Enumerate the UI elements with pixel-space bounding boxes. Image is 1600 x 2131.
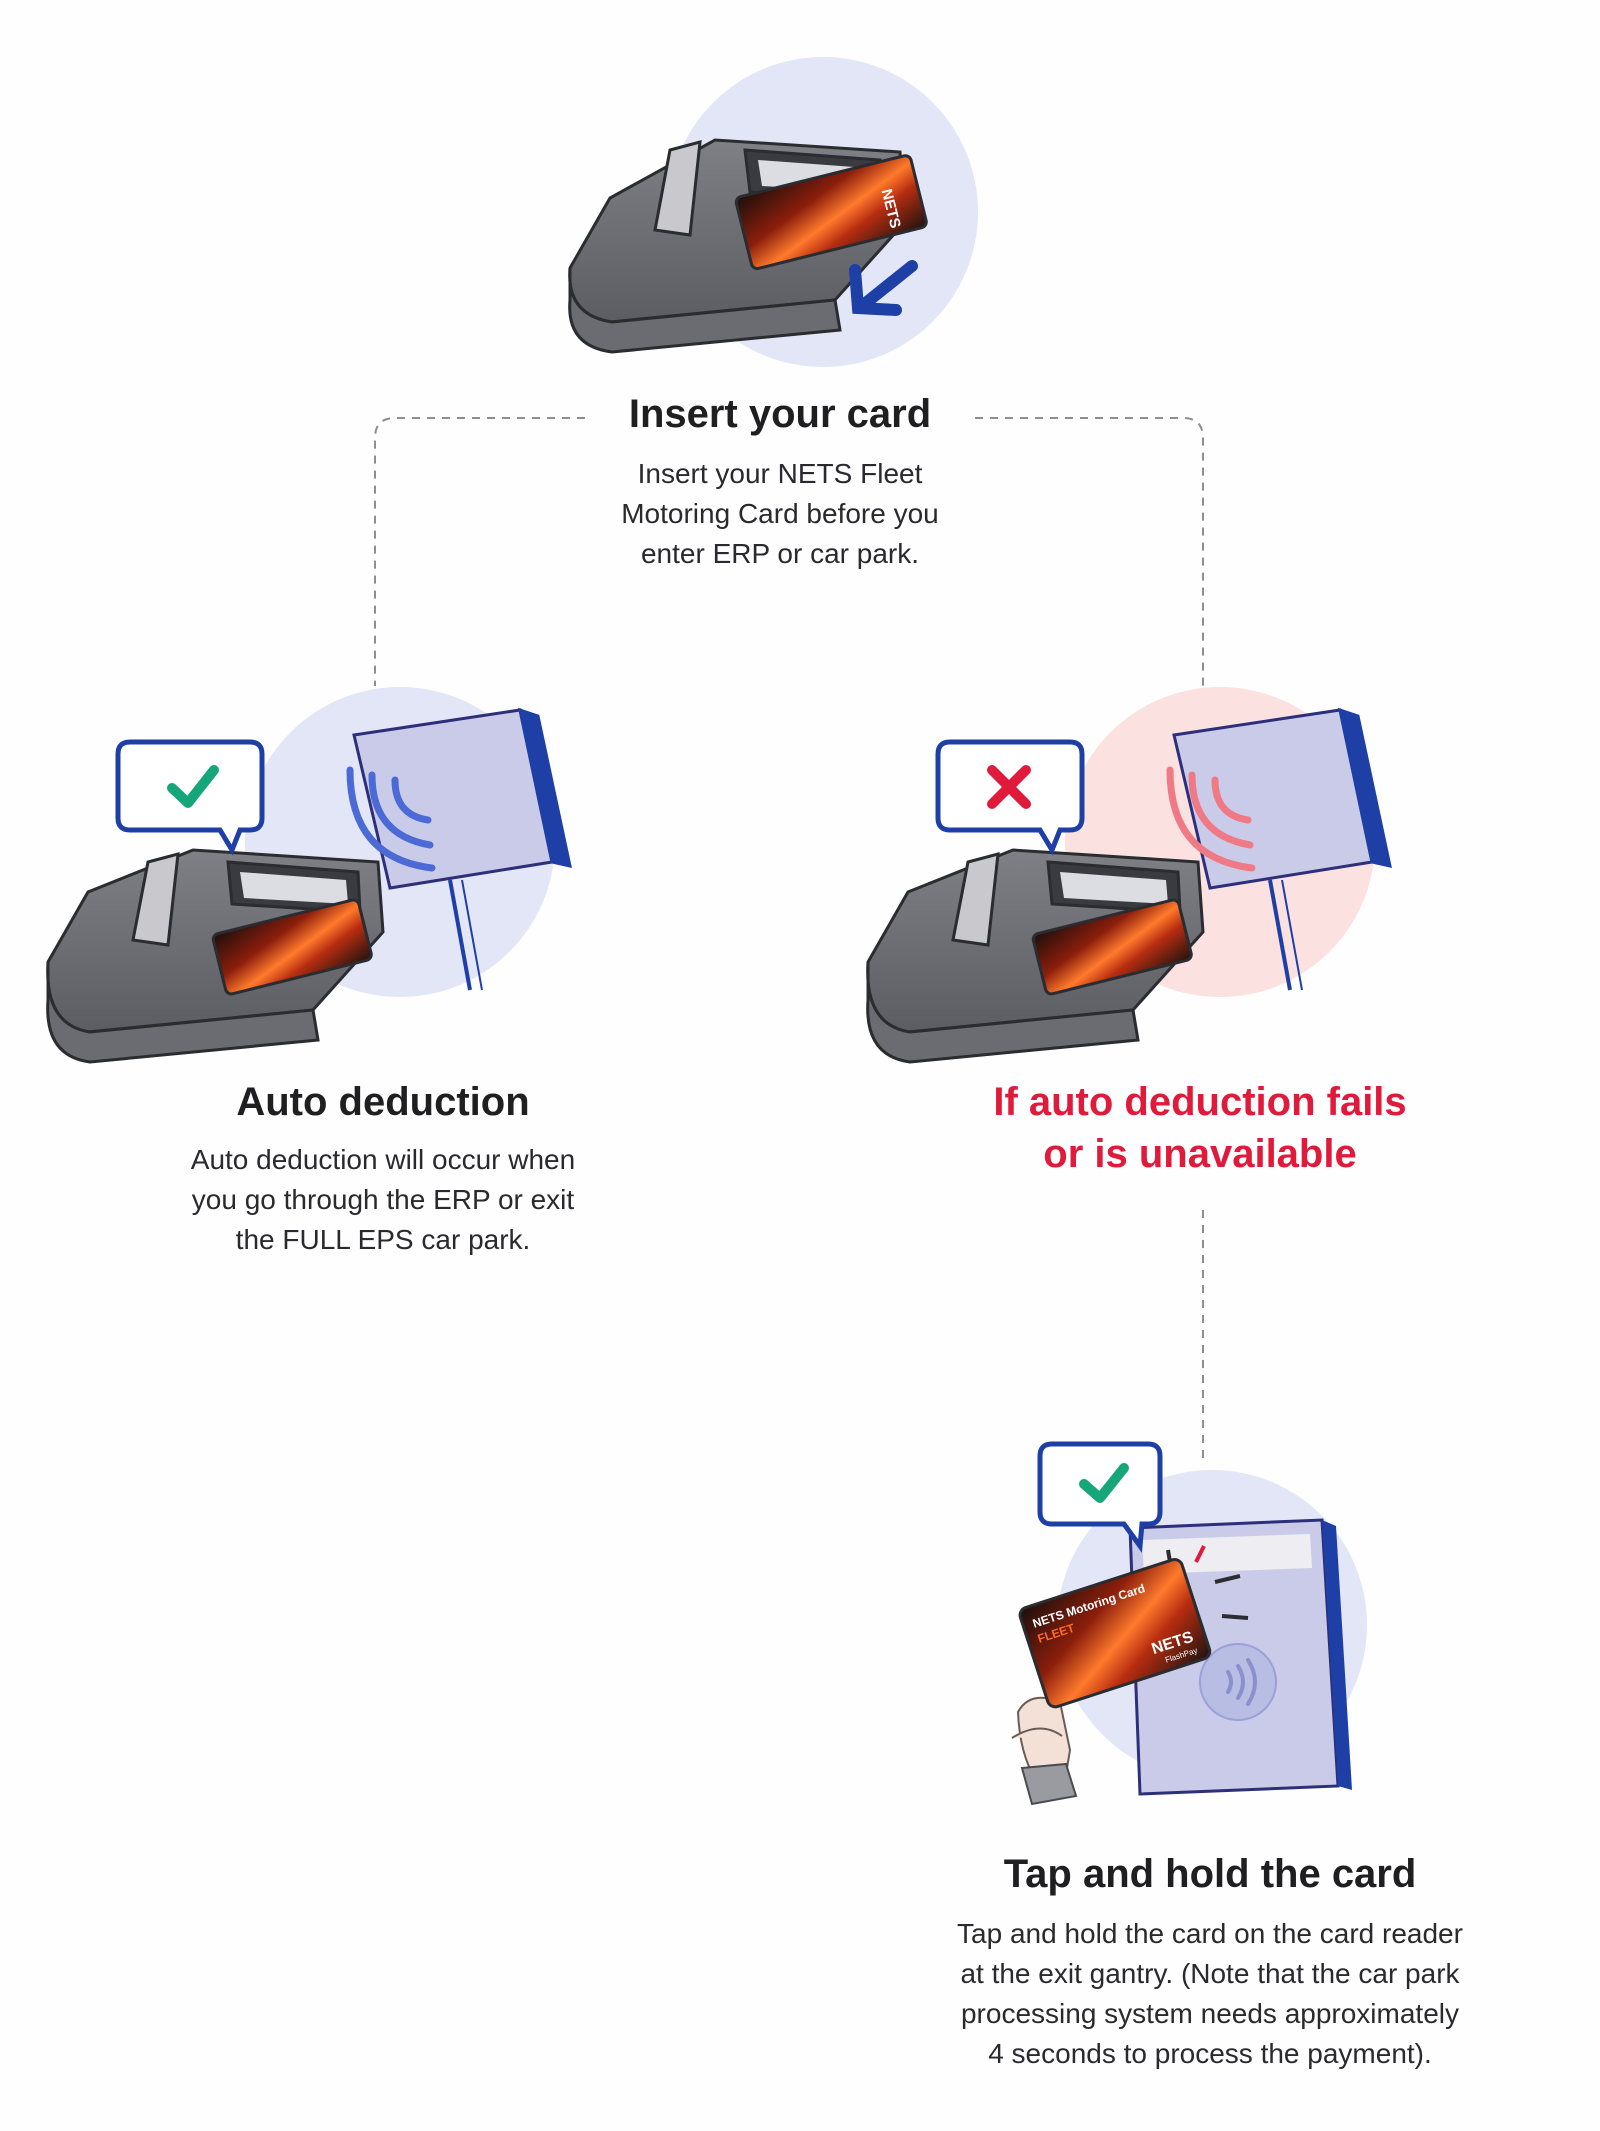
tap-hold-line: Tap and hold the card on the card reader [957, 1918, 1463, 1949]
tap-hold-illustration: NETS Motoring Card FLEET NETS FlashPay [1011, 1441, 1367, 1806]
arrow-down-left-icon [849, 260, 918, 316]
tap-hold-line: processing system needs approximately [960, 1998, 1459, 2029]
insert-card-line: Insert your NETS Fleet [637, 458, 923, 489]
tap-hold-line: at the exit gantry. (Note that the car p… [960, 1958, 1460, 1989]
check-icon [1079, 1463, 1129, 1503]
insert-card-line: enter ERP or car park. [640, 538, 920, 569]
cross-icon [987, 765, 1031, 809]
tap-hold-line: 4 seconds to process the payment). [988, 2038, 1432, 2069]
insert-card-title: Insert your card [628, 392, 932, 436]
check-icon [167, 765, 219, 808]
insert-card-description: Insert your NETS Fleet Motoring Card bef… [540, 454, 1020, 574]
fail-illustration [866, 687, 1392, 1064]
auto-deduction-description: Auto deduction will occur when you go th… [133, 1140, 633, 1260]
connector-lines [374, 417, 1204, 1462]
wireless-signal-icon [346, 766, 436, 872]
tap-hold-description: Tap and hold the card on the card reader… [910, 1914, 1510, 2074]
deduction-fails-line: If auto deduction fails [993, 1080, 1407, 1124]
deduction-fails-line: or is unavailable [1043, 1132, 1357, 1176]
auto-deduction-illustration [46, 687, 572, 1064]
insert-card-line: Motoring Card before you [621, 498, 939, 529]
auto-deduction-line: you go through the ERP or exit [191, 1184, 575, 1215]
auto-deduction-line: Auto deduction will occur when [190, 1144, 576, 1175]
auto-deduction-title: Auto deduction [236, 1080, 530, 1124]
insert-card-illustration: NETS [568, 57, 978, 367]
auto-deduction-line: the FULL EPS car park. [235, 1224, 531, 1255]
wireless-signal-icon [1166, 766, 1256, 872]
connector-right [975, 417, 1204, 686]
deduction-fails-title: If auto deduction fails or is unavailabl… [900, 1076, 1500, 1180]
tap-hold-title: Tap and hold the card [1003, 1852, 1417, 1896]
contactless-icon [1199, 1643, 1277, 1721]
